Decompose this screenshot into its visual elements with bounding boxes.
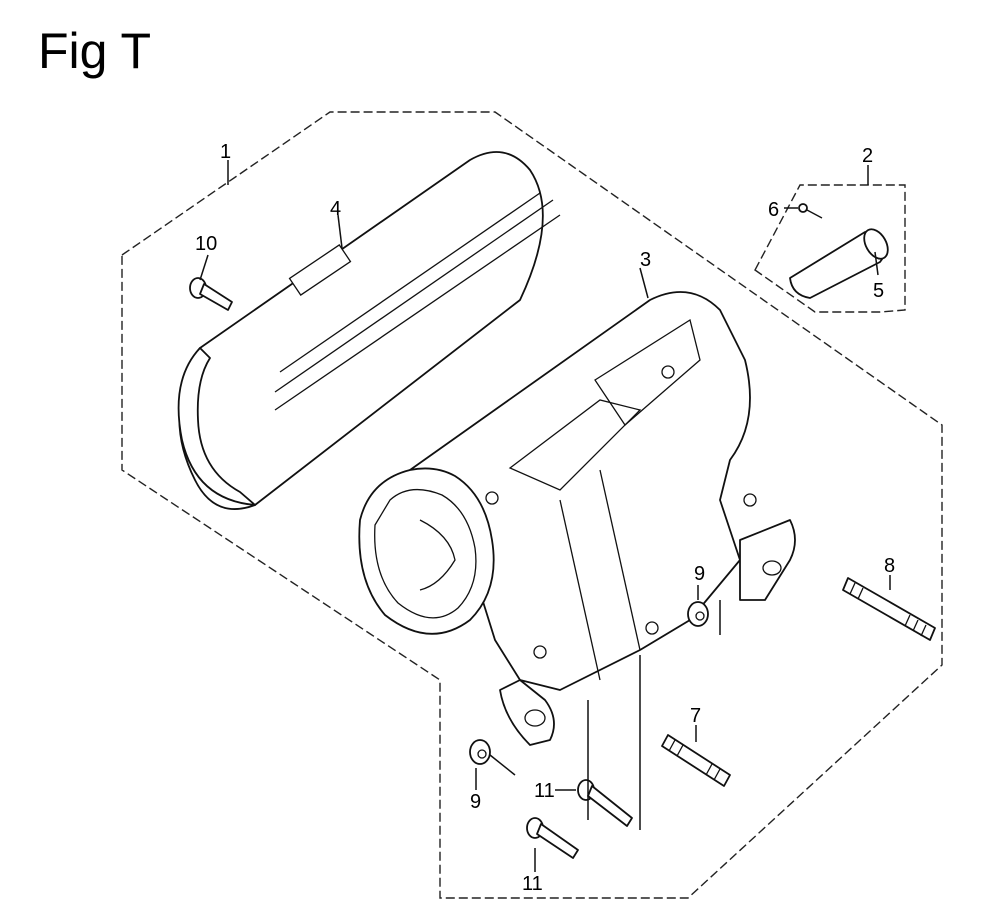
callout-7: 7 [690, 705, 701, 727]
callout-9-right: 9 [694, 563, 705, 585]
stud-bolt-lower [661, 734, 731, 787]
callout-11-upper: 11 [534, 780, 555, 802]
callout-1: 1 [220, 141, 231, 163]
callout-8: 8 [884, 555, 895, 577]
callout-5: 5 [873, 280, 884, 302]
flange-bolt-upper [577, 779, 633, 827]
leader-lines [199, 160, 891, 872]
figure-title: Fig T [38, 23, 151, 79]
callout-4: 4 [330, 198, 341, 220]
callout-10: 10 [195, 233, 217, 255]
callout-3: 3 [640, 249, 651, 271]
muffler-body [358, 291, 796, 746]
screen-kit-outline [754, 184, 906, 313]
callout-9-left: 9 [470, 791, 481, 813]
screen-screw [798, 203, 823, 219]
callout-11-lower: 11 [522, 873, 543, 895]
heat-shield-bolt [189, 277, 233, 311]
spark-arrester-screen [789, 228, 889, 299]
callout-2: 2 [862, 145, 873, 167]
flange-nut-right [687, 601, 709, 627]
flange-bolt-lower [526, 817, 579, 859]
heat-shield [177, 151, 561, 510]
callout-6: 6 [768, 199, 779, 221]
assembly-outline [121, 111, 943, 899]
flange-nut-left [469, 739, 491, 765]
stud-bolt-upper [842, 577, 936, 641]
